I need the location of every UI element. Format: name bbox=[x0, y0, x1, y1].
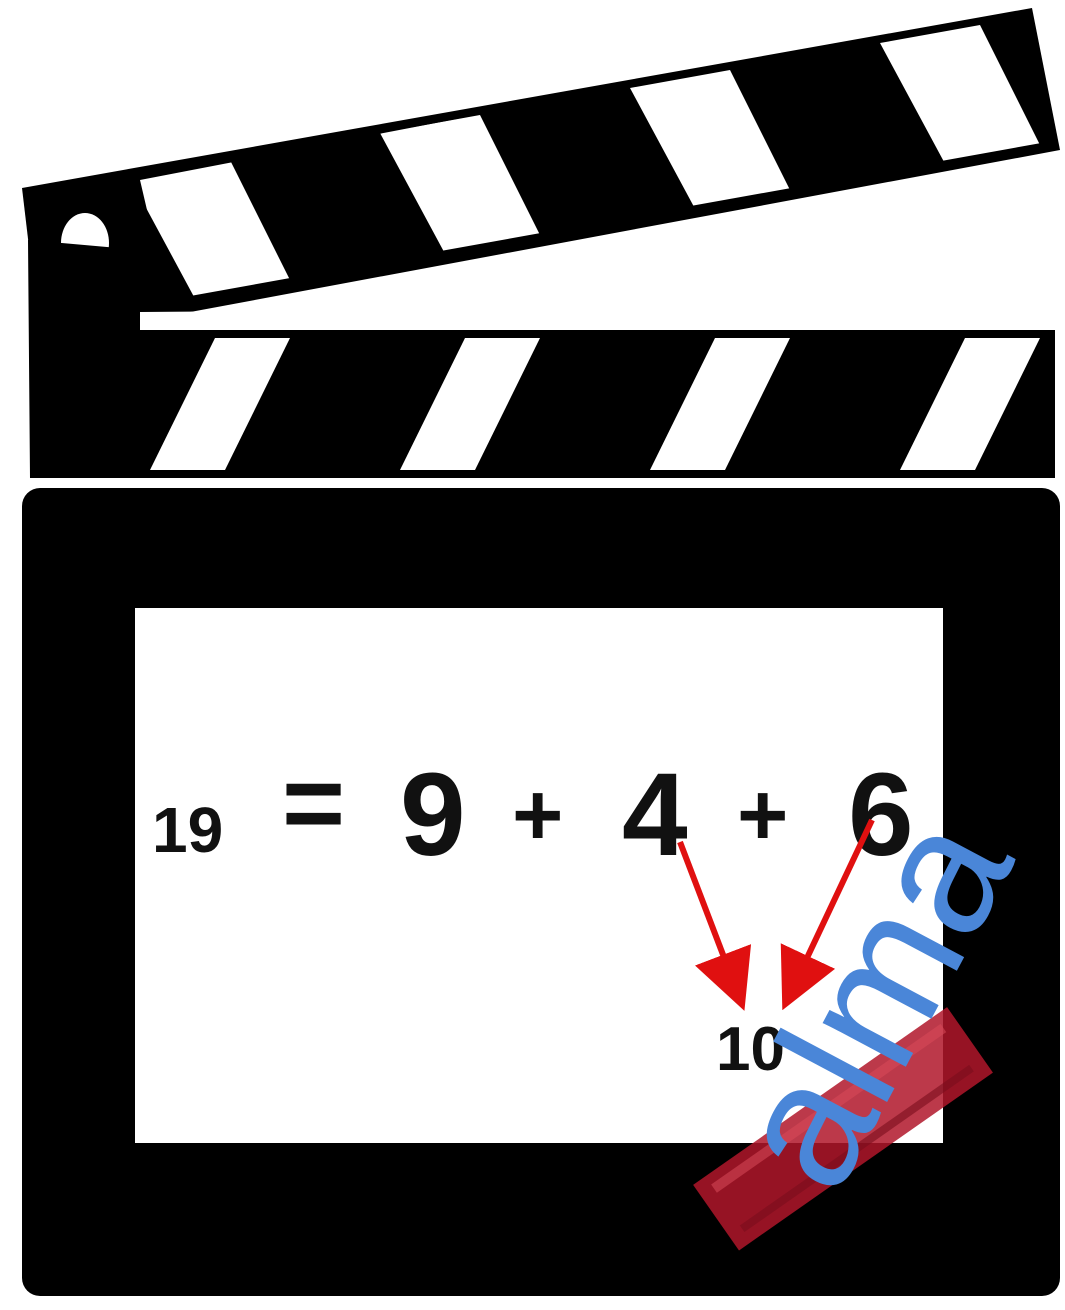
equation-equals-sign: = bbox=[282, 742, 345, 863]
equation-plus-1: + bbox=[512, 765, 563, 864]
clapper-top-stick bbox=[22, 8, 1060, 340]
equation-total: 19 bbox=[152, 794, 223, 866]
equation-plus-2: + bbox=[737, 765, 788, 864]
equation-term-4: 4 bbox=[622, 749, 688, 881]
equation-term-9: 9 bbox=[400, 749, 466, 881]
